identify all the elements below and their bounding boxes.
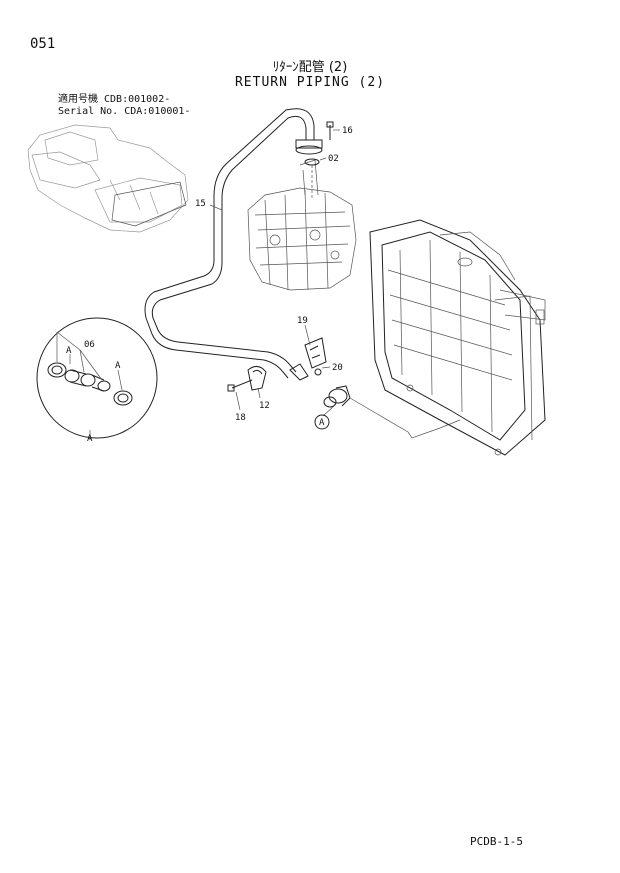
hose-joint (322, 385, 351, 417)
control-valve (247, 159, 357, 291)
excavator-outline (27, 124, 189, 233)
detail-view-label: A (87, 434, 93, 444)
bracket-nut (314, 368, 322, 376)
footer-page-code: PCDB-1-5 (470, 835, 523, 848)
page-title-japanese: ﾘﾀｰﾝ配管 (2) (272, 60, 348, 75)
detail-reference-marker: A (314, 414, 330, 430)
return-pipe (144, 108, 315, 381)
pipe-clamp (247, 366, 267, 391)
callout-19: 19 (297, 316, 308, 326)
callout-02: 02 (328, 154, 339, 164)
callout-a-right: A (115, 361, 121, 371)
clamp-bolt (227, 379, 253, 392)
hose-line (349, 397, 461, 439)
callout-16: 16 (342, 126, 353, 136)
serial-applicability: 適用号機 CDB:001002- Serial No. CDA:010001- (58, 94, 190, 118)
callout-12: 12 (259, 401, 270, 411)
serial-line-1: 適用号機 CDB:001002- (58, 94, 171, 105)
serial-line-2: Serial No. CDA:010001- (58, 106, 191, 117)
pipe-bracket (304, 337, 327, 369)
reference-a-label: A (319, 418, 325, 428)
radiator-assembly (369, 219, 546, 456)
callout-06: 06 (84, 340, 95, 350)
callout-a-left: A (66, 346, 72, 356)
pipe-top-fitting (295, 121, 334, 200)
detail-view-circle (36, 317, 158, 440)
callout-18: 18 (235, 413, 246, 423)
callout-15: 15 (195, 199, 206, 209)
callout-20: 20 (332, 363, 343, 373)
page-title: RETURN PIPING (2) (234, 75, 386, 90)
page-number: 051 (30, 36, 56, 52)
